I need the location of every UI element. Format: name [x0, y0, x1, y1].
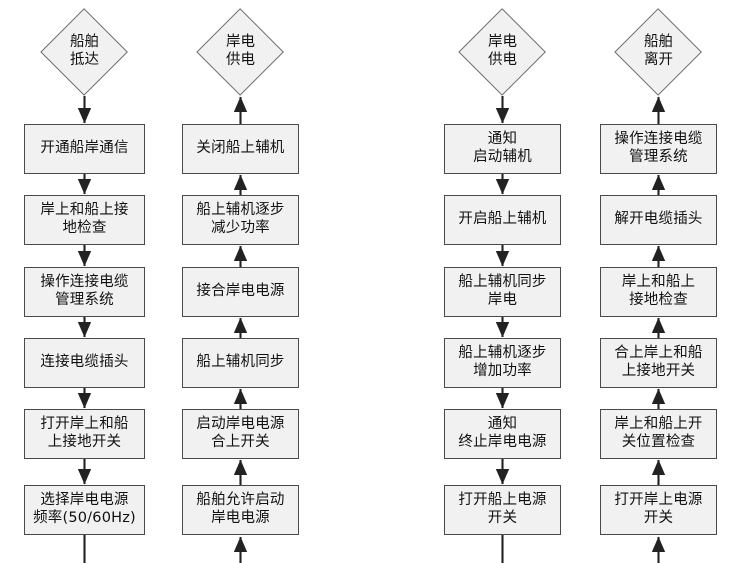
- process-ship-departure-disconnect-step-5[interactable]: 岸上和船上开 关位置检查: [600, 409, 717, 459]
- process-shore-power-supply-up-step-6[interactable]: 船舶允许启动 岸电电源: [182, 485, 299, 535]
- process-shore-power-supply-down-step-4[interactable]: 船上辅机逐步 增加功率: [444, 338, 561, 388]
- process-shore-power-supply-up-step-4[interactable]: 船上辅机同步: [182, 338, 299, 388]
- process-ship-departure-disconnect-step-2[interactable]: 解开电缆插头: [600, 195, 717, 245]
- process-ship-departure-disconnect-step-1[interactable]: 操作连接电缆 管理系统: [600, 124, 717, 174]
- process-shore-power-supply-up-step-5[interactable]: 启动岸电电源 合上开关: [182, 409, 299, 459]
- process-shore-power-supply-down-step-1[interactable]: 通知 启动辅机: [444, 124, 561, 174]
- process-ship-departure-disconnect-step-6[interactable]: 打开岸上电源 开关: [600, 485, 717, 535]
- process-shore-power-supply-down-step-2[interactable]: 开启船上辅机: [444, 195, 561, 245]
- process-ship-arrival-connect-step-5[interactable]: 打开岸上和船 上接地开关: [24, 409, 145, 459]
- process-ship-departure-disconnect-step-4[interactable]: 合上岸上和船 上接地开关: [600, 338, 717, 388]
- process-ship-arrival-connect-step-1[interactable]: 开通船岸通信: [24, 124, 145, 174]
- link-col3-to-col4: [501, 535, 666, 563]
- process-ship-arrival-connect-step-2[interactable]: 岸上和船上接 地检查: [24, 195, 145, 245]
- process-shore-power-supply-up-step-1[interactable]: 关闭船上辅机: [182, 124, 299, 174]
- process-shore-power-supply-down-step-6[interactable]: 打开船上电源 开关: [444, 485, 561, 535]
- process-ship-departure-disconnect-step-3[interactable]: 岸上和船上 接地检查: [600, 267, 717, 317]
- process-ship-arrival-connect-step-3[interactable]: 操作连接电缆 管理系统: [24, 267, 145, 317]
- process-ship-arrival-connect-step-4[interactable]: 连接电缆插头: [24, 338, 145, 388]
- process-shore-power-supply-up-step-2[interactable]: 船上辅机逐步 减少功率: [182, 195, 299, 245]
- process-shore-power-supply-up-step-3[interactable]: 接合岸电电源: [182, 267, 299, 317]
- process-shore-power-supply-down-step-3[interactable]: 船上辅机同步 岸电: [444, 267, 561, 317]
- process-shore-power-supply-down-step-5[interactable]: 通知 终止岸电电源: [444, 409, 561, 459]
- link-col1-to-col2: [83, 535, 248, 563]
- process-ship-arrival-connect-step-6[interactable]: 选择岸电电源 频率(50/60Hz): [24, 485, 145, 535]
